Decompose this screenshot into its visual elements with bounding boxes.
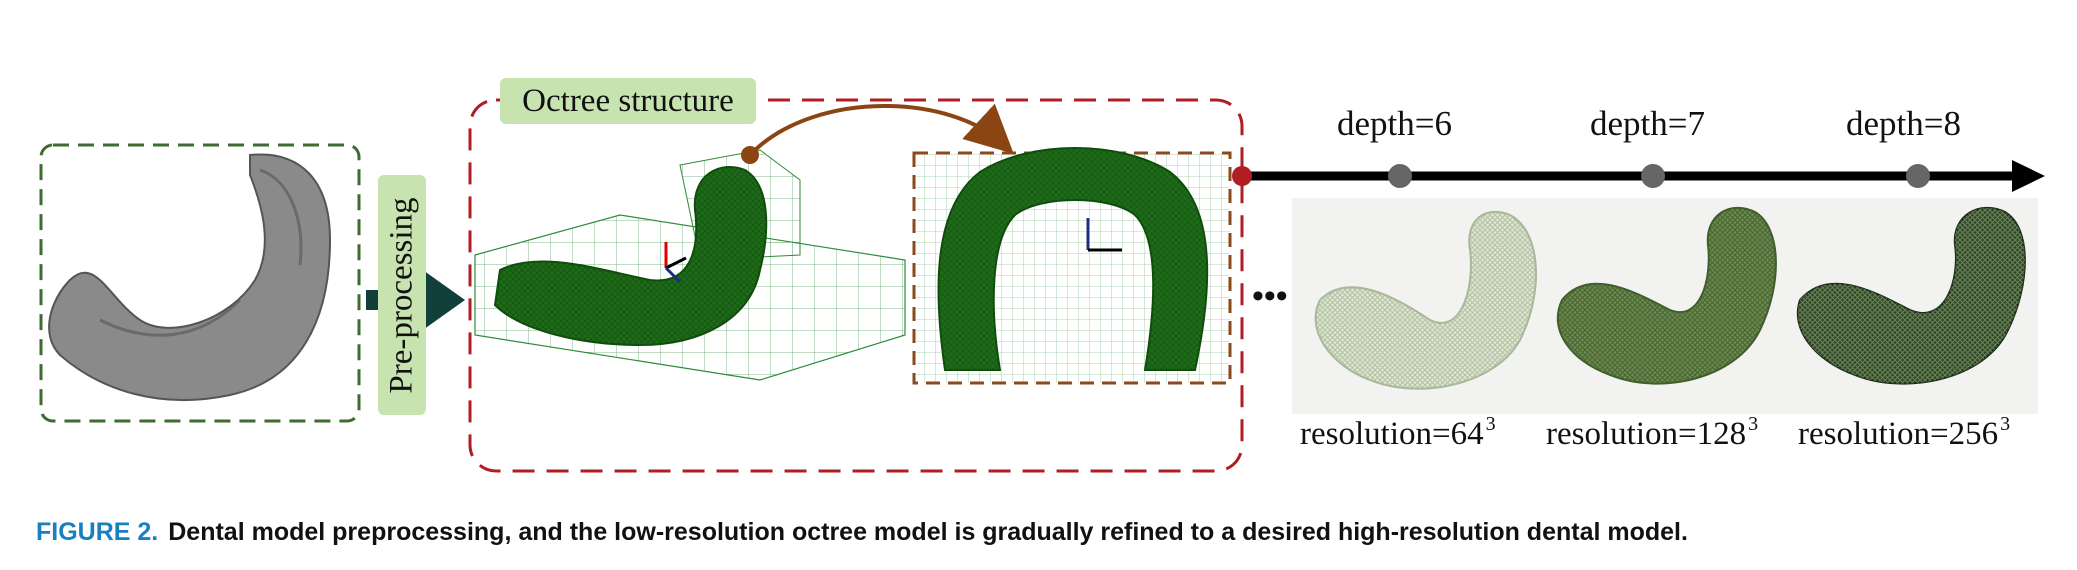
preprocessing-label-text: Pre-processing [383,196,420,394]
voxel-model-128 [1550,198,1792,414]
figure-caption: FIGURE 2. Dental model preprocessing, and… [36,518,2046,547]
timeline-node-depth-7 [1641,164,1665,188]
caption-text: Dental model preprocessing, and the low-… [168,518,1688,546]
figure-number: FIGURE 2. [36,518,159,546]
octree-zoom-arrow [753,103,1014,154]
figure-illustration [39,98,2045,473]
depth-6-label: depth=6 [1337,104,1452,143]
gray-dental-model [48,153,332,402]
voxel-model-256 [1792,198,2038,414]
octree-zoom-source-dot [741,146,759,164]
octree-3d-grid [474,149,906,381]
original-model-dashed-box [39,143,361,423]
timeline-node-depth-6 [1388,164,1412,188]
depth-timeline [1232,160,2045,192]
preprocessing-arrow [366,268,465,332]
original-dental-model-panel [39,143,361,423]
octree-dashed-box [468,98,1244,473]
octree-2d-inset [912,147,1232,385]
voxel-model-64 [1292,198,1554,414]
ellipsis-dots: ••• [1252,278,1288,315]
timeline-node-depth-8 [1906,164,1930,188]
depth-8-label: depth=8 [1846,104,1961,143]
timeline-start-node [1232,166,1252,186]
preprocessing-label: Pre-processing [378,175,426,415]
octree-structure-label: Octree structure [500,78,756,124]
depth-7-label: depth=7 [1590,104,1705,143]
